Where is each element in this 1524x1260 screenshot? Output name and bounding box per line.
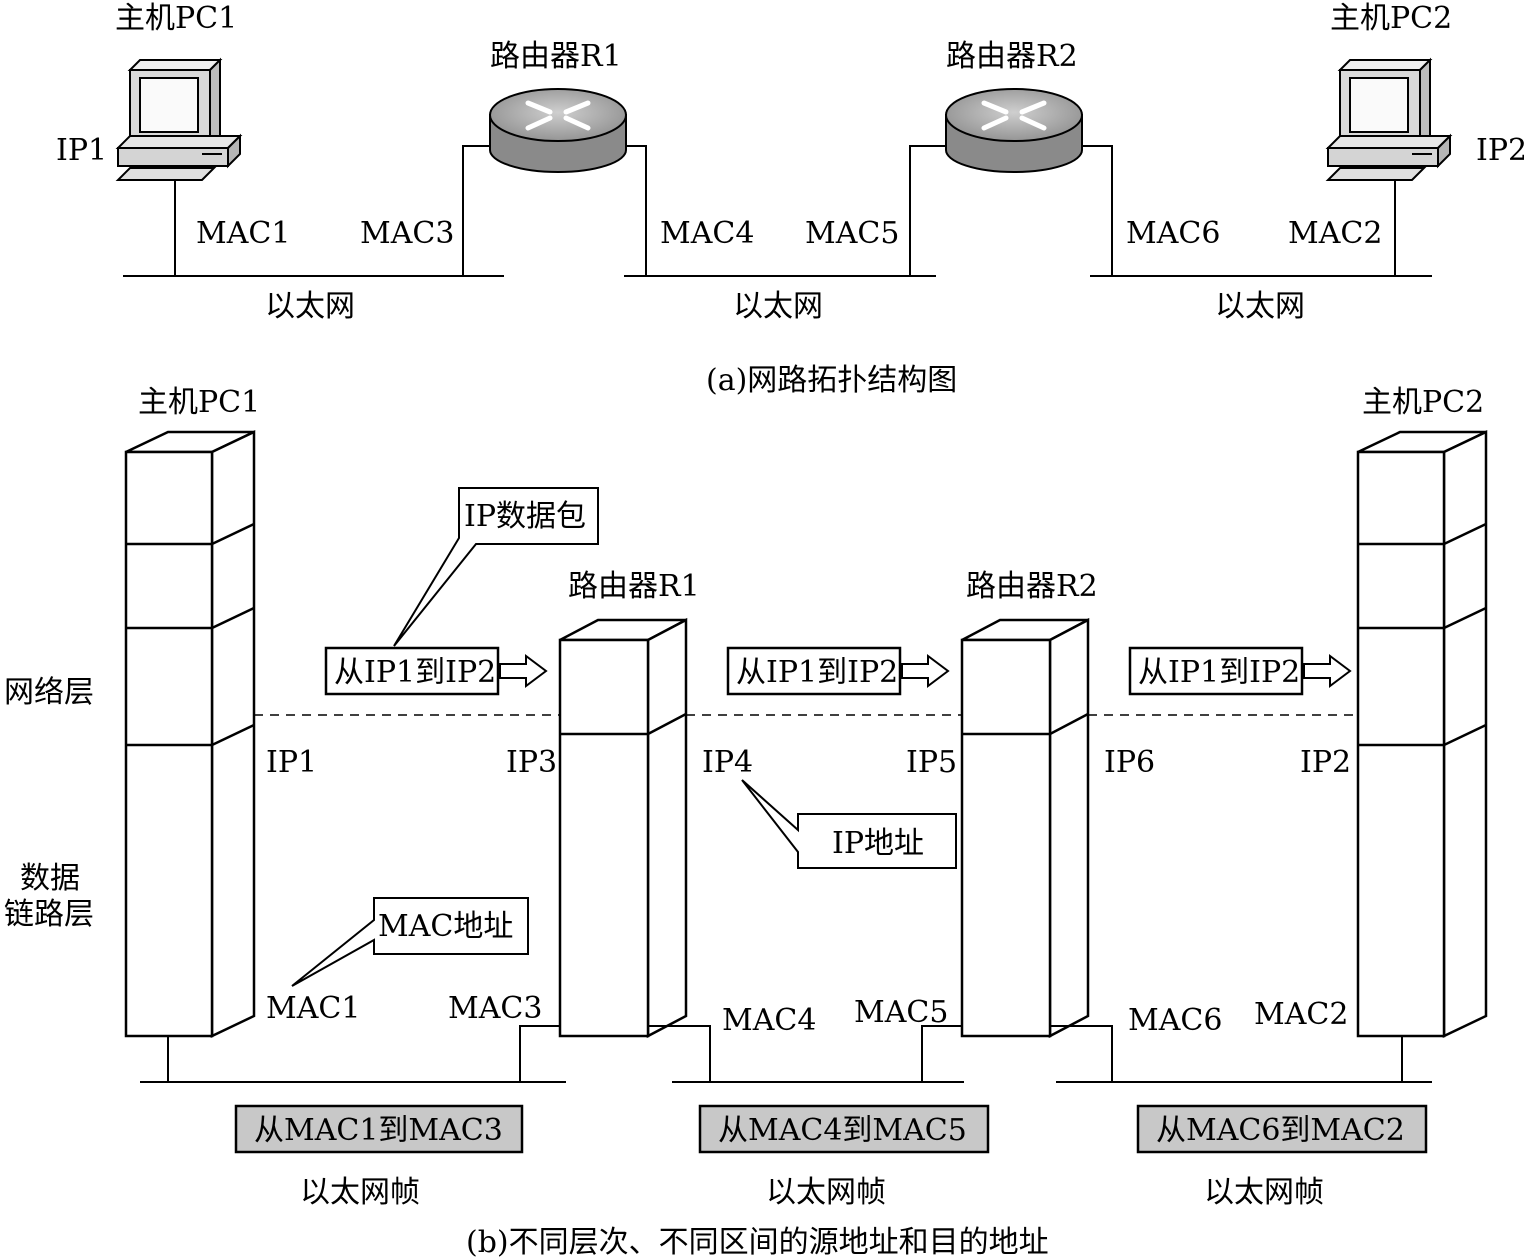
stack-pc1-title: 主机PC1 [138,385,260,420]
datalink-layer-label-line2: 链路层 [4,897,94,932]
packet-2-arrow-icon [901,654,950,688]
packet-3-label: 从IP1到IP2 [1138,655,1300,690]
pc1-protocol-stack [124,430,256,1038]
pc2-title: 主机PC2 [1330,1,1452,36]
frame-3-label: 从MAC6到MAC2 [1156,1113,1405,1148]
frame-2-label: 从MAC4到MAC5 [718,1113,967,1148]
mac-label-4: MAC4 [722,1003,816,1038]
frame-3-caption: 以太网帧 [1204,1175,1324,1210]
packet-1-arrow-icon [499,654,548,688]
mac-label-6: MAC6 [1128,1003,1222,1038]
packet-2: 从IP1到IP2 [726,646,950,696]
r2-stack-left-drop [921,1025,962,1082]
r1-left-drop [462,145,490,276]
pc1-ip-label: IP1 [56,133,107,168]
router-r2-icon [945,88,1083,173]
packet-3-arrow-icon [1303,654,1352,688]
layers-section: 主机PC1 主机PC2 路由器R1 路由器R2 [4,385,1488,1260]
r2-stack-right-drop [1050,1025,1113,1082]
topo-mac-2: MAC2 [1288,216,1382,251]
pc1-title: 主机PC1 [115,1,237,36]
frame-1: 从MAC1到MAC3 [234,1104,524,1154]
pc2-ip-label: IP2 [1476,133,1524,168]
ip-packet-callout-text: IP数据包 [464,499,586,534]
router-r2-title: 路由器R2 [946,39,1078,74]
ip-address-callout: IP地址 [741,779,957,869]
caption-b: (b)不同层次、不同区间的源地址和目的地址 [466,1225,1049,1260]
ip-label-4: IP4 [702,745,753,780]
topo-network-2: 以太网 [733,289,823,324]
topo-network-1: 以太网 [265,289,355,324]
stack-pc2-title: 主机PC2 [1362,385,1484,420]
frame-1-box [234,1104,524,1154]
router-r1-icon [489,88,627,173]
mac-label-1: MAC1 [266,991,360,1026]
frame-2-caption: 以太网帧 [766,1175,886,1210]
packet-2-label: 从IP1到IP2 [736,655,898,690]
ip-packet-callout: IP数据包 [393,487,599,647]
layer-links [140,1025,1432,1083]
datalink-layer-label-line1: 数据 [20,861,80,896]
frame-3: 从MAC6到MAC2 [1136,1104,1428,1154]
mac-label-3: MAC3 [448,991,542,1026]
topo-network-3: 以太网 [1215,289,1305,324]
mac-label-5: MAC5 [854,995,948,1030]
ip-label-3: IP3 [506,745,557,780]
r1-right-drop [626,145,647,276]
pc2-computer-icon [1325,57,1453,181]
ip-label-6: IP6 [1104,745,1155,780]
router-r1-stack [558,617,688,1039]
topo-mac-1: MAC1 [196,216,290,251]
ip-label-1: IP1 [266,745,317,780]
network-layer-label: 网络层 [4,675,94,710]
frame-3-box [1136,1104,1428,1154]
caption-a: (a)网路拓扑结构图 [706,363,957,398]
r1-stack-left-drop [519,1025,560,1082]
router-r1-title: 路由器R1 [490,39,622,74]
r2-left-drop [909,145,946,276]
r1-stack-right-drop [648,1025,711,1082]
topo-mac-3: MAC3 [360,216,454,251]
pc2-protocol-stack [1356,430,1488,1038]
r2-right-drop [1082,145,1113,276]
topology-section: 主机PC1 IP1 主机PC2 IP2 路由器R1 [56,1,1524,398]
ip-label-2: IP2 [1300,745,1351,780]
ip-label-5: IP5 [906,745,957,780]
packet-1: 从IP1到IP2 [324,646,548,696]
mac-address-callout-text: MAC地址 [378,909,513,944]
frame-2-box [698,1104,990,1154]
packet-1-label: 从IP1到IP2 [334,655,496,690]
frame-2: 从MAC4到MAC5 [698,1104,990,1154]
topo-mac-5: MAC5 [805,216,899,251]
topology-links [123,145,1432,277]
router-r2-stack [960,617,1090,1039]
pc1-computer-icon [115,57,243,181]
mac-label-2: MAC2 [1254,997,1348,1032]
packet-3: 从IP1到IP2 [1128,646,1352,696]
frame-1-label: 从MAC1到MAC3 [254,1113,503,1148]
topo-mac-4: MAC4 [660,216,754,251]
stack-r2-title: 路由器R2 [966,569,1098,604]
stack-r1-title: 路由器R1 [568,569,700,604]
frame-1-caption: 以太网帧 [300,1175,420,1210]
ip-address-callout-text: IP地址 [832,826,924,861]
mac-address-callout: MAC地址 [291,897,529,987]
topo-mac-6: MAC6 [1126,216,1220,251]
